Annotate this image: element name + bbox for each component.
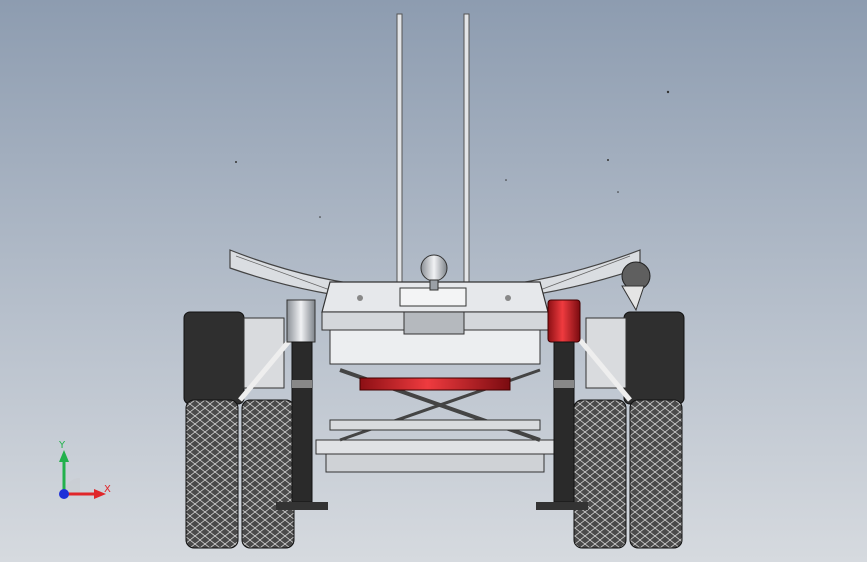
left-wheel-assembly xyxy=(183,311,295,549)
stray-points xyxy=(235,90,670,218)
y-axis-arrow xyxy=(59,450,69,462)
z-axis-dot xyxy=(59,489,69,499)
side-lamp xyxy=(621,261,651,312)
triad-plane xyxy=(64,478,80,494)
right-support-leg xyxy=(536,299,588,510)
x-axis-arrow xyxy=(94,489,106,499)
y-axis-label: Y xyxy=(58,440,66,451)
coordinate-triad: Y X xyxy=(58,440,111,499)
main-cross-beam xyxy=(321,281,549,313)
hitch-ball xyxy=(420,254,448,291)
left-support-leg xyxy=(276,299,328,510)
chassis-frame xyxy=(315,311,555,473)
right-wheel-assembly xyxy=(573,311,685,549)
x-axis-label: X xyxy=(104,484,111,495)
